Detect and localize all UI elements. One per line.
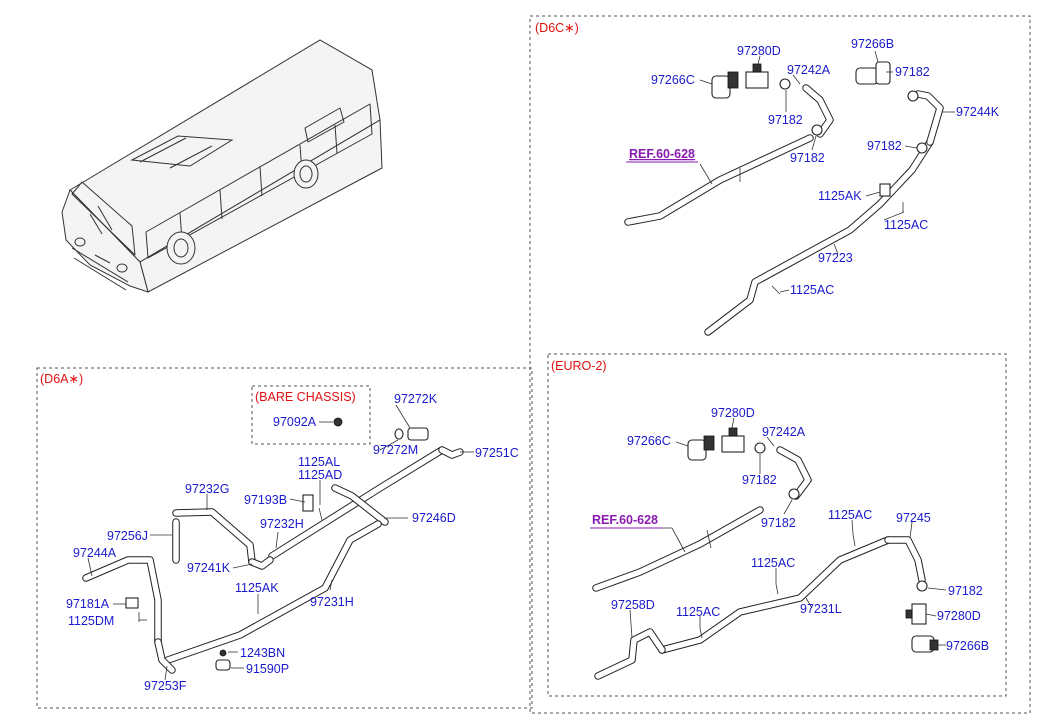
label-d6c-97182-b: 97182: [768, 113, 803, 127]
label-d6c-97266C: 97266C: [651, 73, 695, 87]
label-d6c-97266B: 97266B: [851, 37, 894, 51]
label-euro2-97266B: 97266B: [946, 639, 989, 653]
label-97253F: 97253F: [144, 679, 187, 693]
label-euro2-97266C: 97266C: [627, 434, 671, 448]
label-euro2-97182-c: 97182: [948, 584, 983, 598]
label-97272K: 97272K: [394, 392, 438, 406]
d6c-parts: [624, 50, 955, 336]
label-97256J: 97256J: [107, 529, 148, 543]
label-euro2-97182-b: 97182: [761, 516, 796, 530]
label-euro2-1125AC-a: 1125AC: [828, 508, 872, 522]
label-97232H: 97232H: [260, 517, 304, 531]
bare-chassis-box: [251, 385, 371, 445]
label-1125AK: 1125AK: [235, 581, 279, 595]
label-97193B: 97193B: [244, 493, 287, 507]
label-d6c-1125AC-a: 1125AC: [884, 218, 928, 232]
label-91590P: 91590P: [246, 662, 289, 676]
label-d6c-97280D: 97280D: [737, 44, 781, 58]
label-97251C: 97251C: [475, 446, 519, 460]
euro2-parts: [592, 417, 947, 680]
label-euro2-97258D: 97258D: [611, 598, 655, 612]
label-1125AD: 1125AD: [298, 468, 342, 482]
d6a-section-label: (D6A∗): [40, 372, 83, 386]
label-d6c-97223: 97223: [818, 251, 853, 265]
label-euro2-97245: 97245: [896, 511, 931, 525]
euro2-section-label: (EURO-2): [551, 359, 607, 373]
label-euro2-97242A: 97242A: [762, 425, 806, 439]
label-1125DM: 1125DM: [68, 614, 114, 628]
label-d6c-97244K: 97244K: [956, 105, 1000, 119]
label-d6c-1125AC-b: 1125AC: [790, 283, 834, 297]
label-d6c-97242A: 97242A: [787, 63, 831, 77]
ref-60-628-d6c[interactable]: REF.60-628: [629, 147, 695, 161]
label-97232G: 97232G: [185, 482, 229, 496]
d6c-section-box: [529, 15, 1031, 714]
label-1243BN: 1243BN: [240, 646, 285, 660]
label-97231H: 97231H: [310, 595, 354, 609]
label-euro2-1125AC-c: 1125AC: [676, 605, 720, 619]
label-97241K: 97241K: [187, 561, 231, 575]
bare-chassis-label: (BARE CHASSIS): [255, 390, 356, 404]
d6a-parts: [82, 404, 474, 681]
label-d6c-97182-a: 97182: [895, 65, 930, 79]
label-euro2-97280D: 97280D: [711, 406, 755, 420]
ref-60-628-euro2[interactable]: REF.60-628: [592, 513, 658, 527]
label-euro2-97280D-lower: 97280D: [937, 609, 981, 623]
label-97181A: 97181A: [66, 597, 110, 611]
label-97092A: 97092A: [273, 415, 317, 429]
d6a-section-box: [36, 367, 533, 709]
label-1125AL: 1125AL: [298, 455, 340, 469]
label-euro2-1125AC-b: 1125AC: [751, 556, 795, 570]
d6c-section-label: (D6C∗): [535, 21, 579, 35]
label-d6c-1125AK: 1125AK: [818, 189, 862, 203]
euro2-section-box: [547, 353, 1007, 697]
label-97246D: 97246D: [412, 511, 456, 525]
label-euro2-97231L: 97231L: [800, 602, 842, 616]
label-d6c-97182-d: 97182: [790, 151, 825, 165]
bus-illustration: [61, 39, 383, 293]
label-97272M: 97272M: [373, 443, 418, 457]
label-euro2-97182-a: 97182: [742, 473, 777, 487]
label-d6c-97182-c: 97182: [867, 139, 902, 153]
label-97244A: 97244A: [73, 546, 117, 560]
